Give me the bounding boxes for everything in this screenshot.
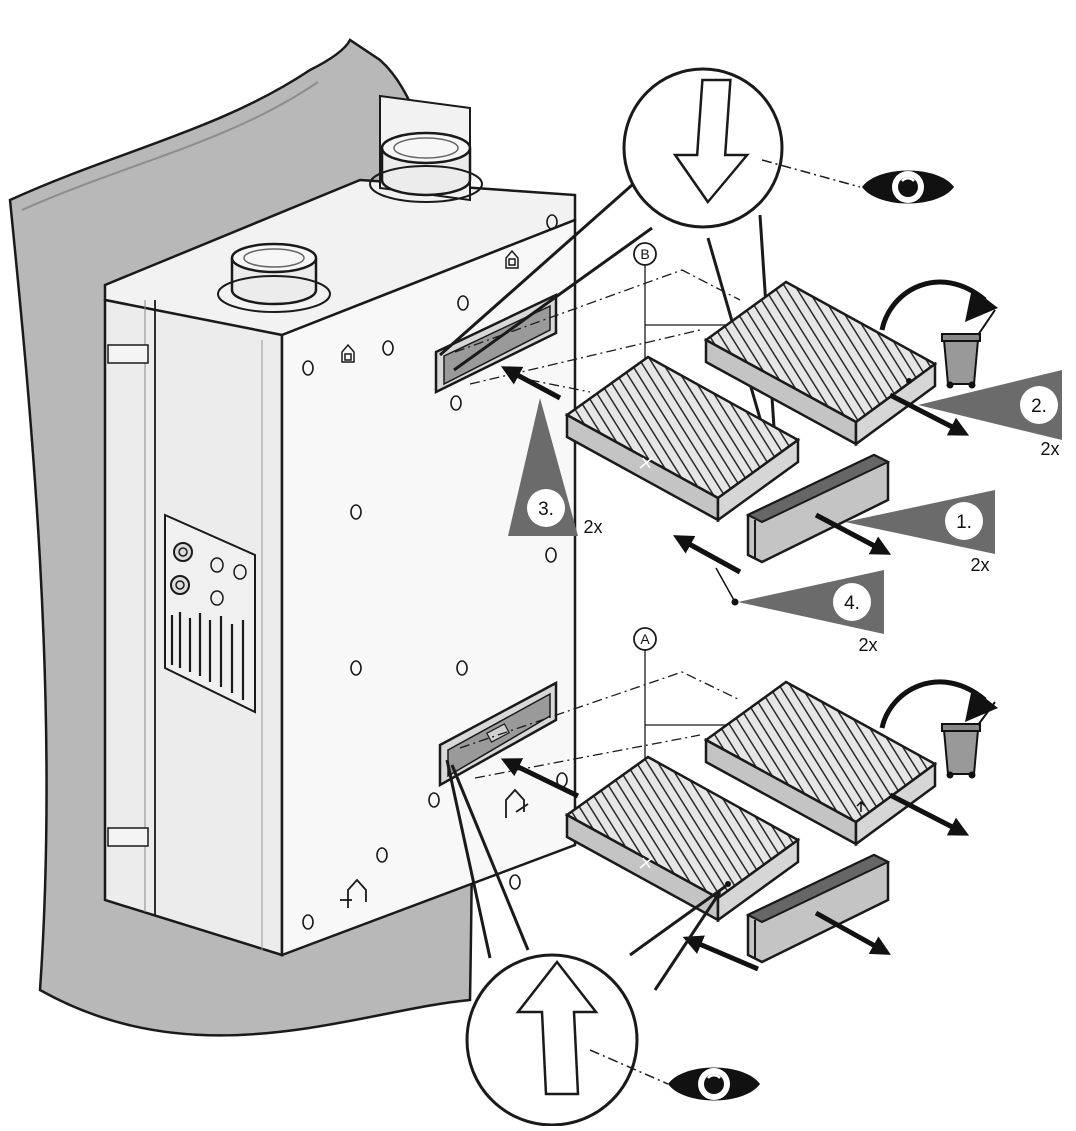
arrow-up-icon — [515, 959, 599, 1096]
upper-cover — [745, 453, 891, 564]
duct-spigot-2 — [369, 131, 483, 203]
waste-bin-icon — [941, 701, 996, 779]
svg-text:2x: 2x — [970, 555, 989, 575]
svg-text:A: A — [640, 631, 650, 647]
lower-magnifier — [445, 759, 727, 1127]
step-4-marker: 4. 2x — [715, 567, 884, 655]
duct-spigot-1 — [217, 242, 331, 313]
lower-filter-new — [564, 755, 801, 923]
lower-filter-old — [703, 680, 938, 847]
callout-a: A — [633, 627, 735, 838]
house-inlet-icon — [340, 788, 529, 908]
lower-cover — [745, 853, 891, 964]
connection-panel — [164, 513, 256, 714]
callout-b: B — [633, 242, 735, 434]
svg-text:3.: 3. — [538, 499, 554, 520]
arrow-down-icon — [672, 78, 750, 205]
svg-text:B: B — [640, 246, 649, 262]
eye-icon — [862, 170, 954, 204]
svg-text:2x: 2x — [858, 635, 877, 655]
svg-text:4.: 4. — [844, 593, 860, 614]
step-1-marker: 1. 2x — [845, 490, 995, 575]
step-2-marker: 2. 2x — [918, 370, 1062, 459]
upper-filter-old — [703, 280, 938, 447]
upper-filter-new — [564, 355, 801, 523]
svg-text:1.: 1. — [956, 512, 972, 533]
step-3-marker: 3. 2x — [508, 398, 603, 537]
svg-text:2x: 2x — [583, 517, 602, 537]
eye-icon — [668, 1067, 760, 1101]
house-outlet-icon — [341, 249, 519, 363]
waste-bin-icon — [941, 309, 996, 389]
svg-text:2x: 2x — [1040, 439, 1059, 459]
svg-text:2.: 2. — [1031, 396, 1047, 417]
